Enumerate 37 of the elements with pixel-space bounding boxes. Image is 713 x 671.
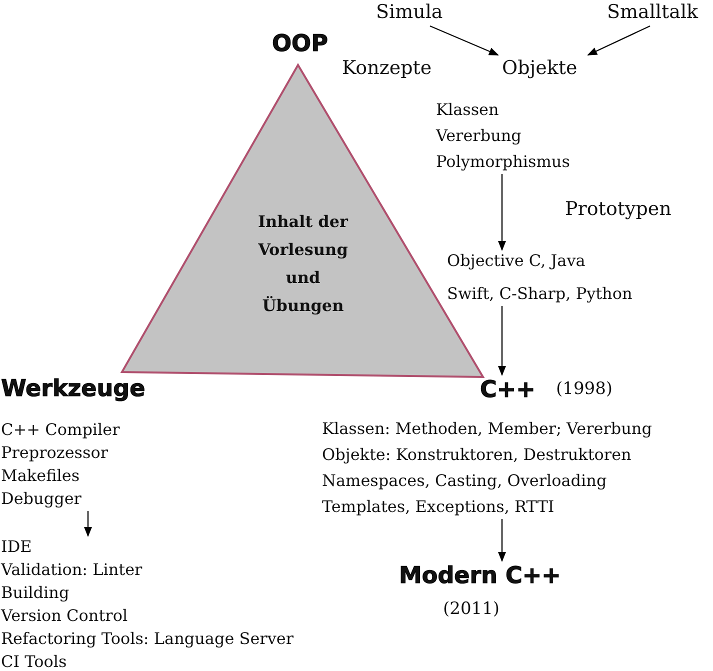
feature-item: Templates, Exceptions, RTTI bbox=[322, 497, 556, 517]
feature-item: Namespaces, Casting, Overloading bbox=[322, 471, 608, 491]
tool-item: Validation: Linter bbox=[1, 560, 144, 580]
arrow bbox=[498, 174, 506, 251]
heading-text: C++ bbox=[480, 376, 536, 404]
year-label: (2011) bbox=[443, 598, 500, 621]
tool-item: Makefiles bbox=[1, 466, 81, 486]
concept-text: Prototypen bbox=[565, 197, 672, 221]
arrow bbox=[587, 25, 650, 56]
triangle-text: Inhalt der Vorlesung und Übungen bbox=[257, 211, 350, 317]
tool-item: Debugger bbox=[1, 489, 82, 509]
tool-item: Preprozessor bbox=[1, 443, 110, 463]
arrow bbox=[498, 306, 506, 376]
arrow bbox=[430, 25, 499, 56]
tool-item: Version Control bbox=[1, 606, 129, 626]
arrow bbox=[84, 511, 92, 537]
language-name: Simula bbox=[376, 0, 443, 24]
concept-item: Klassen bbox=[436, 100, 500, 120]
language-list: Swift, C-Sharp, Python bbox=[447, 284, 632, 304]
heading-text: Werkzeuge bbox=[1, 375, 146, 403]
concept-item: Vererbung bbox=[436, 126, 522, 146]
heading-text: OOP bbox=[272, 30, 328, 58]
arrow bbox=[498, 519, 506, 562]
heading-text: Modern C++ bbox=[399, 562, 561, 590]
concept-text: Konzepte bbox=[342, 56, 432, 80]
feature-item: Objekte: Konstruktoren, Destruktoren bbox=[322, 445, 632, 465]
language-name: Smalltalk bbox=[607, 0, 698, 24]
concept-item: Polymorphismus bbox=[436, 152, 570, 172]
tool-item: CI Tools bbox=[1, 652, 68, 671]
tool-item: IDE bbox=[1, 537, 33, 557]
language-list: Objective C, Java bbox=[447, 251, 632, 271]
tool-item: Refactoring Tools: Language Server bbox=[1, 629, 294, 649]
concept-text: Objekte bbox=[502, 56, 578, 80]
tool-item: Building bbox=[1, 583, 70, 603]
tool-item: C++ Compiler bbox=[1, 420, 120, 440]
year-label: (1998) bbox=[556, 378, 613, 401]
feature-item: Klassen: Methoden, Member; Vererbung bbox=[322, 419, 652, 439]
